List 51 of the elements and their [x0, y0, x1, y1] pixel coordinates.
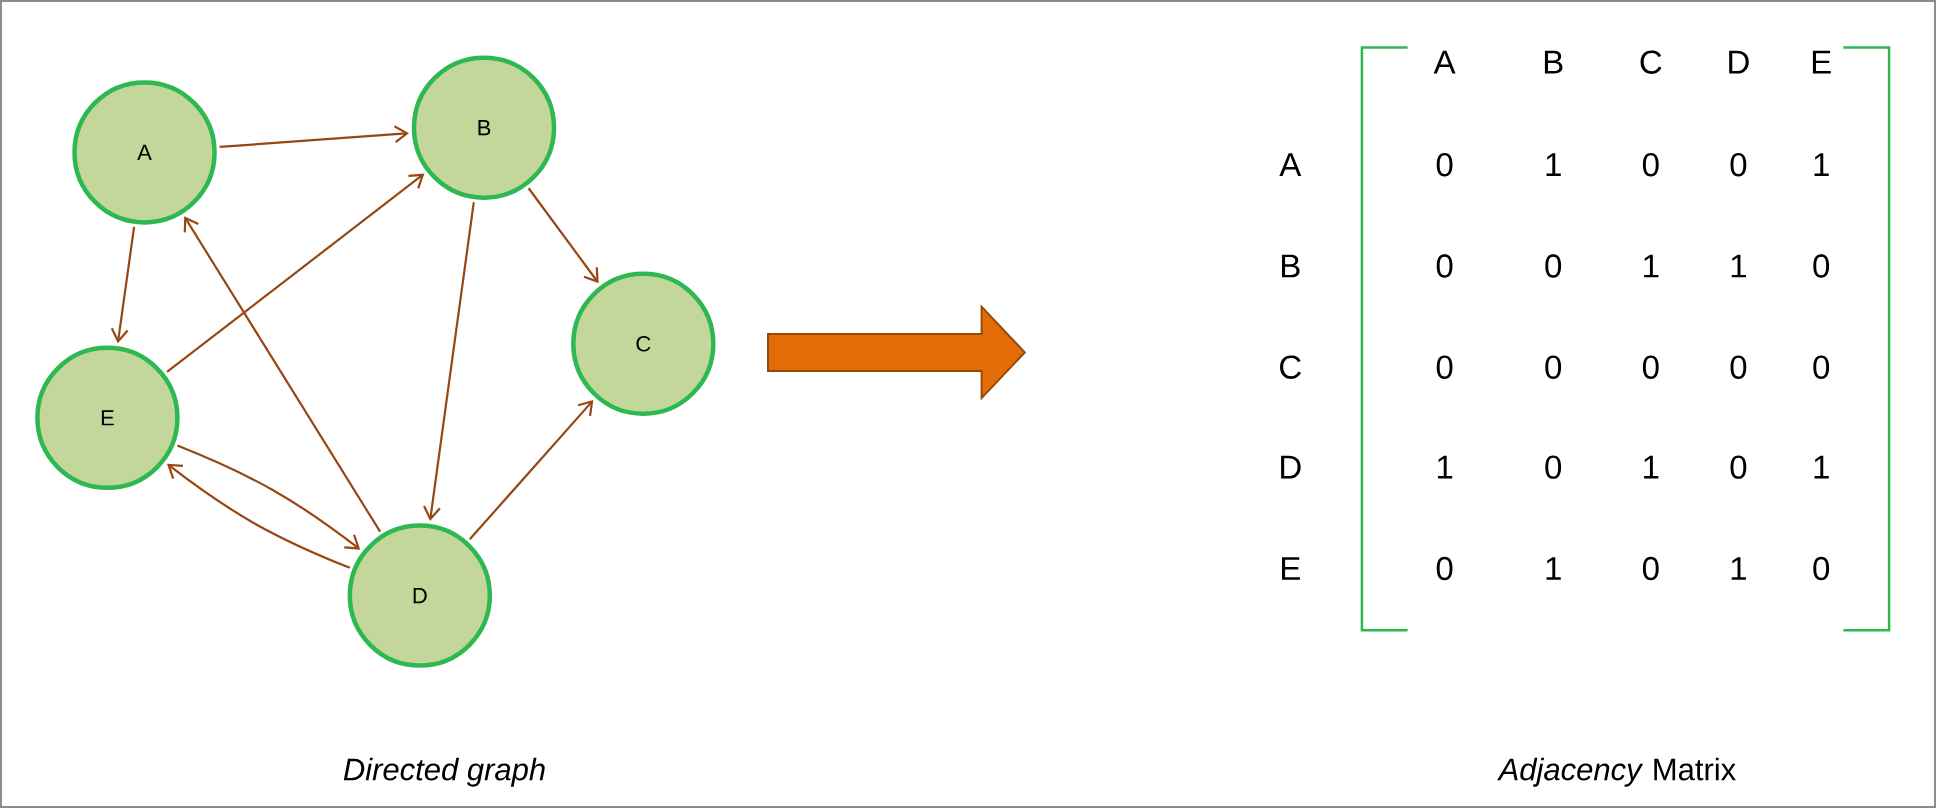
matrix-entry: 0	[1436, 556, 1453, 581]
matrix-entry: 1	[1437, 455, 1453, 479]
matrix-entry: 0	[1436, 355, 1453, 379]
matrix-entry: 1	[1731, 254, 1746, 278]
matrix-entry: 0	[1545, 254, 1562, 278]
row-header: E	[1282, 557, 1300, 580]
matrix-entry: 0	[1642, 355, 1659, 379]
graph-vertex: B	[411, 55, 557, 200]
matrix-entry: 0	[1436, 254, 1453, 278]
matrix-entry: 0	[1730, 355, 1747, 379]
arrow	[167, 463, 351, 569]
graph-vertex: D	[347, 523, 493, 668]
matrix-entry: 1	[1644, 455, 1659, 479]
arrow	[176, 444, 361, 550]
arrow	[110, 226, 136, 344]
matrix-entry: 1	[1644, 254, 1659, 278]
matrix-entry: 0	[1813, 355, 1830, 379]
matrix-entry: 1	[1814, 455, 1829, 479]
caption: Adjacency Matrix	[1497, 757, 1736, 787]
column-header: D	[1729, 50, 1749, 74]
arrow	[423, 202, 475, 522]
graph-vertex: A	[72, 80, 217, 225]
graph-vertex: C	[571, 271, 716, 417]
column-header: E	[1812, 50, 1831, 74]
matrix-entry: 1	[1546, 557, 1561, 580]
graph-vertex: E	[35, 345, 180, 491]
row-header: C	[1280, 355, 1301, 379]
matrix-entry: 1	[1814, 153, 1829, 177]
arrow	[527, 187, 599, 284]
matrix-entry: 1	[1546, 153, 1561, 177]
arrow	[219, 125, 409, 149]
row-header: A	[1279, 153, 1302, 177]
matrix-entry: 0	[1545, 355, 1562, 379]
matrix-entry: 0	[1813, 556, 1830, 581]
arrow	[183, 216, 382, 533]
matrix-entry: 1	[1731, 557, 1746, 580]
column-header: A	[1433, 50, 1456, 74]
row-header: B	[1282, 254, 1300, 278]
matrix-entry: 0	[1642, 556, 1659, 581]
matrix-entry: 0	[1813, 254, 1830, 278]
arrow	[166, 173, 425, 373]
matrix-entry: 0	[1436, 153, 1453, 177]
matrix-entry: 0	[1545, 455, 1562, 479]
arrow	[468, 400, 594, 541]
matrix-entry: 0	[1730, 153, 1747, 177]
row-header: D	[1281, 455, 1301, 479]
matrix-entry: 0	[1642, 153, 1659, 177]
column-header: C	[1640, 50, 1662, 74]
matrix-entry: 0	[1730, 455, 1747, 479]
column-header: B	[1544, 50, 1563, 74]
caption: Directed graph	[343, 757, 545, 787]
